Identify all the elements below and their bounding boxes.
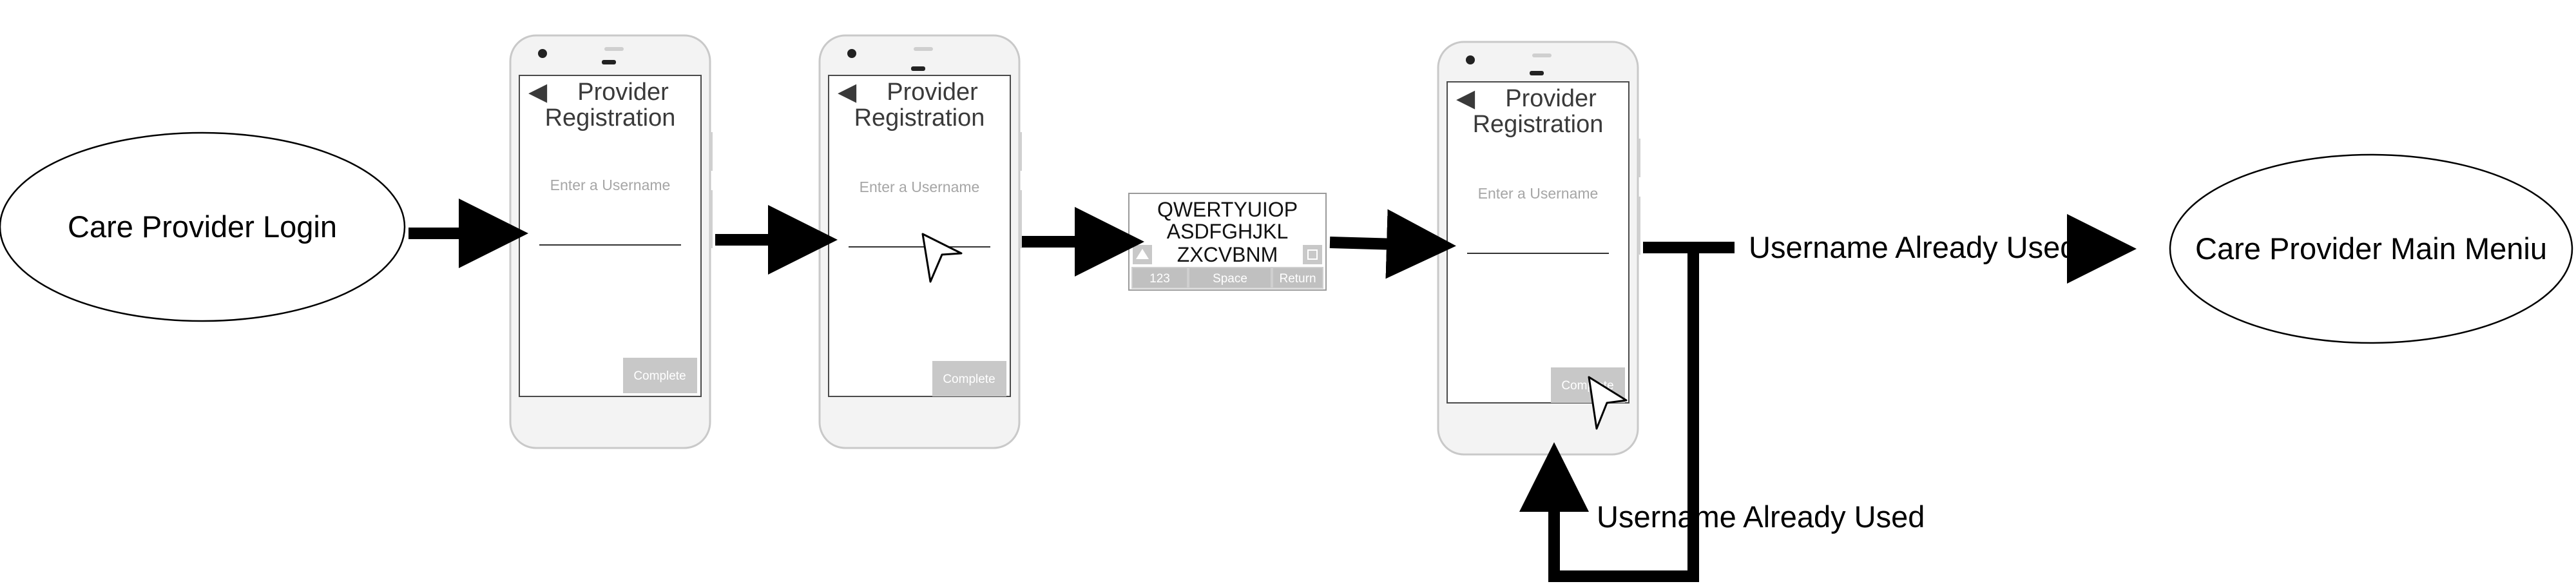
login-node: Care Provider Login — [0, 131, 406, 322]
username-placeholder: Enter a Username — [860, 179, 980, 195]
login-node-label: Care Provider Login — [68, 209, 337, 244]
username-placeholder: Enter a Username — [1478, 185, 1599, 202]
arrow-loop-back-to-phone3 — [1519, 248, 1699, 582]
main-menu-node-label: Care Provider Main Meniu — [2195, 231, 2547, 266]
username-placeholder: Enter a Username — [550, 177, 671, 193]
screen-title-line2: Registration — [1473, 111, 1604, 138]
space-key-label: Space — [1213, 272, 1247, 286]
return-key[interactable] — [1273, 268, 1322, 287]
keyboard-row-3[interactable]: ZXCVBNM — [1177, 243, 1278, 266]
edge-label-loop-back: Username Already Used — [1597, 500, 1925, 534]
screen-title-line1: Provider — [887, 79, 978, 106]
phone-screen-2: ◀ Provider Registration Enter a Username… — [818, 34, 1022, 449]
return-key-label: Return — [1279, 272, 1316, 286]
complete-button-label: Complete — [633, 369, 686, 383]
edge-label-username-used: Username Already Used — [1749, 230, 2077, 264]
complete-button[interactable] — [623, 358, 697, 393]
complete-button-label: Complete — [943, 373, 995, 386]
keyboard-row-1[interactable]: QWERTYUIOP — [1157, 198, 1298, 221]
phone-screen-1: ◀ Provider Registration Enter a Username… — [509, 34, 713, 449]
screen-title-line2: Registration — [854, 104, 985, 131]
phone-screen-3: ◀ Provider Registration Enter a Username… — [1437, 41, 1640, 456]
backspace-icon — [1307, 249, 1318, 260]
screen-title-line2: Registration — [545, 104, 676, 131]
cursor-pointer-icon — [921, 233, 963, 283]
back-arrow-icon[interactable]: ◀ — [838, 79, 857, 106]
space-key[interactable] — [1189, 268, 1271, 287]
backspace-key[interactable] — [1303, 245, 1322, 264]
back-arrow-icon[interactable]: ◀ — [1456, 85, 1475, 112]
numbers-key-label: 123 — [1149, 272, 1170, 286]
cursor-pointer-icon — [1588, 376, 1628, 430]
complete-button[interactable] — [932, 361, 1006, 396]
screen-title-line1: Provider — [1505, 85, 1597, 112]
arrow-keyboard-to-phone3 — [1329, 209, 1456, 279]
screen-title-line1: Provider — [577, 79, 669, 106]
keyboard-row-2[interactable]: ASDFGHJKL — [1167, 220, 1288, 243]
back-arrow-icon[interactable]: ◀ — [528, 79, 548, 106]
main-menu-node: Care Provider Main Meniu — [2169, 153, 2573, 344]
keyboard: QWERTYUIOP ASDFGHJKL ZXCVBNM 123 Space R… — [1128, 193, 1327, 291]
